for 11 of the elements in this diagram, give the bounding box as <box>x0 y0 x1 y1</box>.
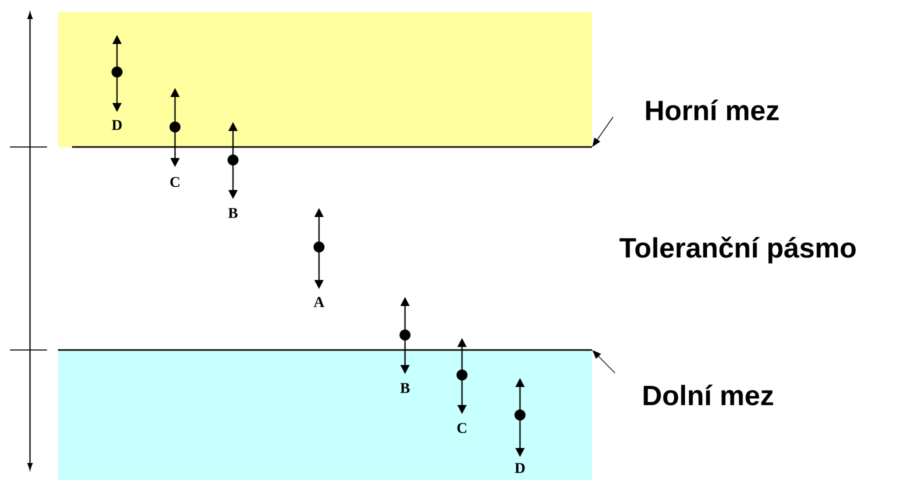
point-letter: A <box>314 297 324 307</box>
point-letter: B <box>400 383 410 393</box>
limit-line <box>72 146 592 148</box>
limit-label: Dolní mez <box>644 384 774 406</box>
point-letter: C <box>170 176 180 188</box>
point-letter: B <box>228 208 238 218</box>
point-letter: D <box>112 120 122 130</box>
point-letter: C <box>457 422 466 434</box>
zone-label: Toleranční pásmo <box>620 236 856 264</box>
point-letter: D <box>514 463 525 473</box>
limit-label: Horní mez <box>646 100 779 120</box>
